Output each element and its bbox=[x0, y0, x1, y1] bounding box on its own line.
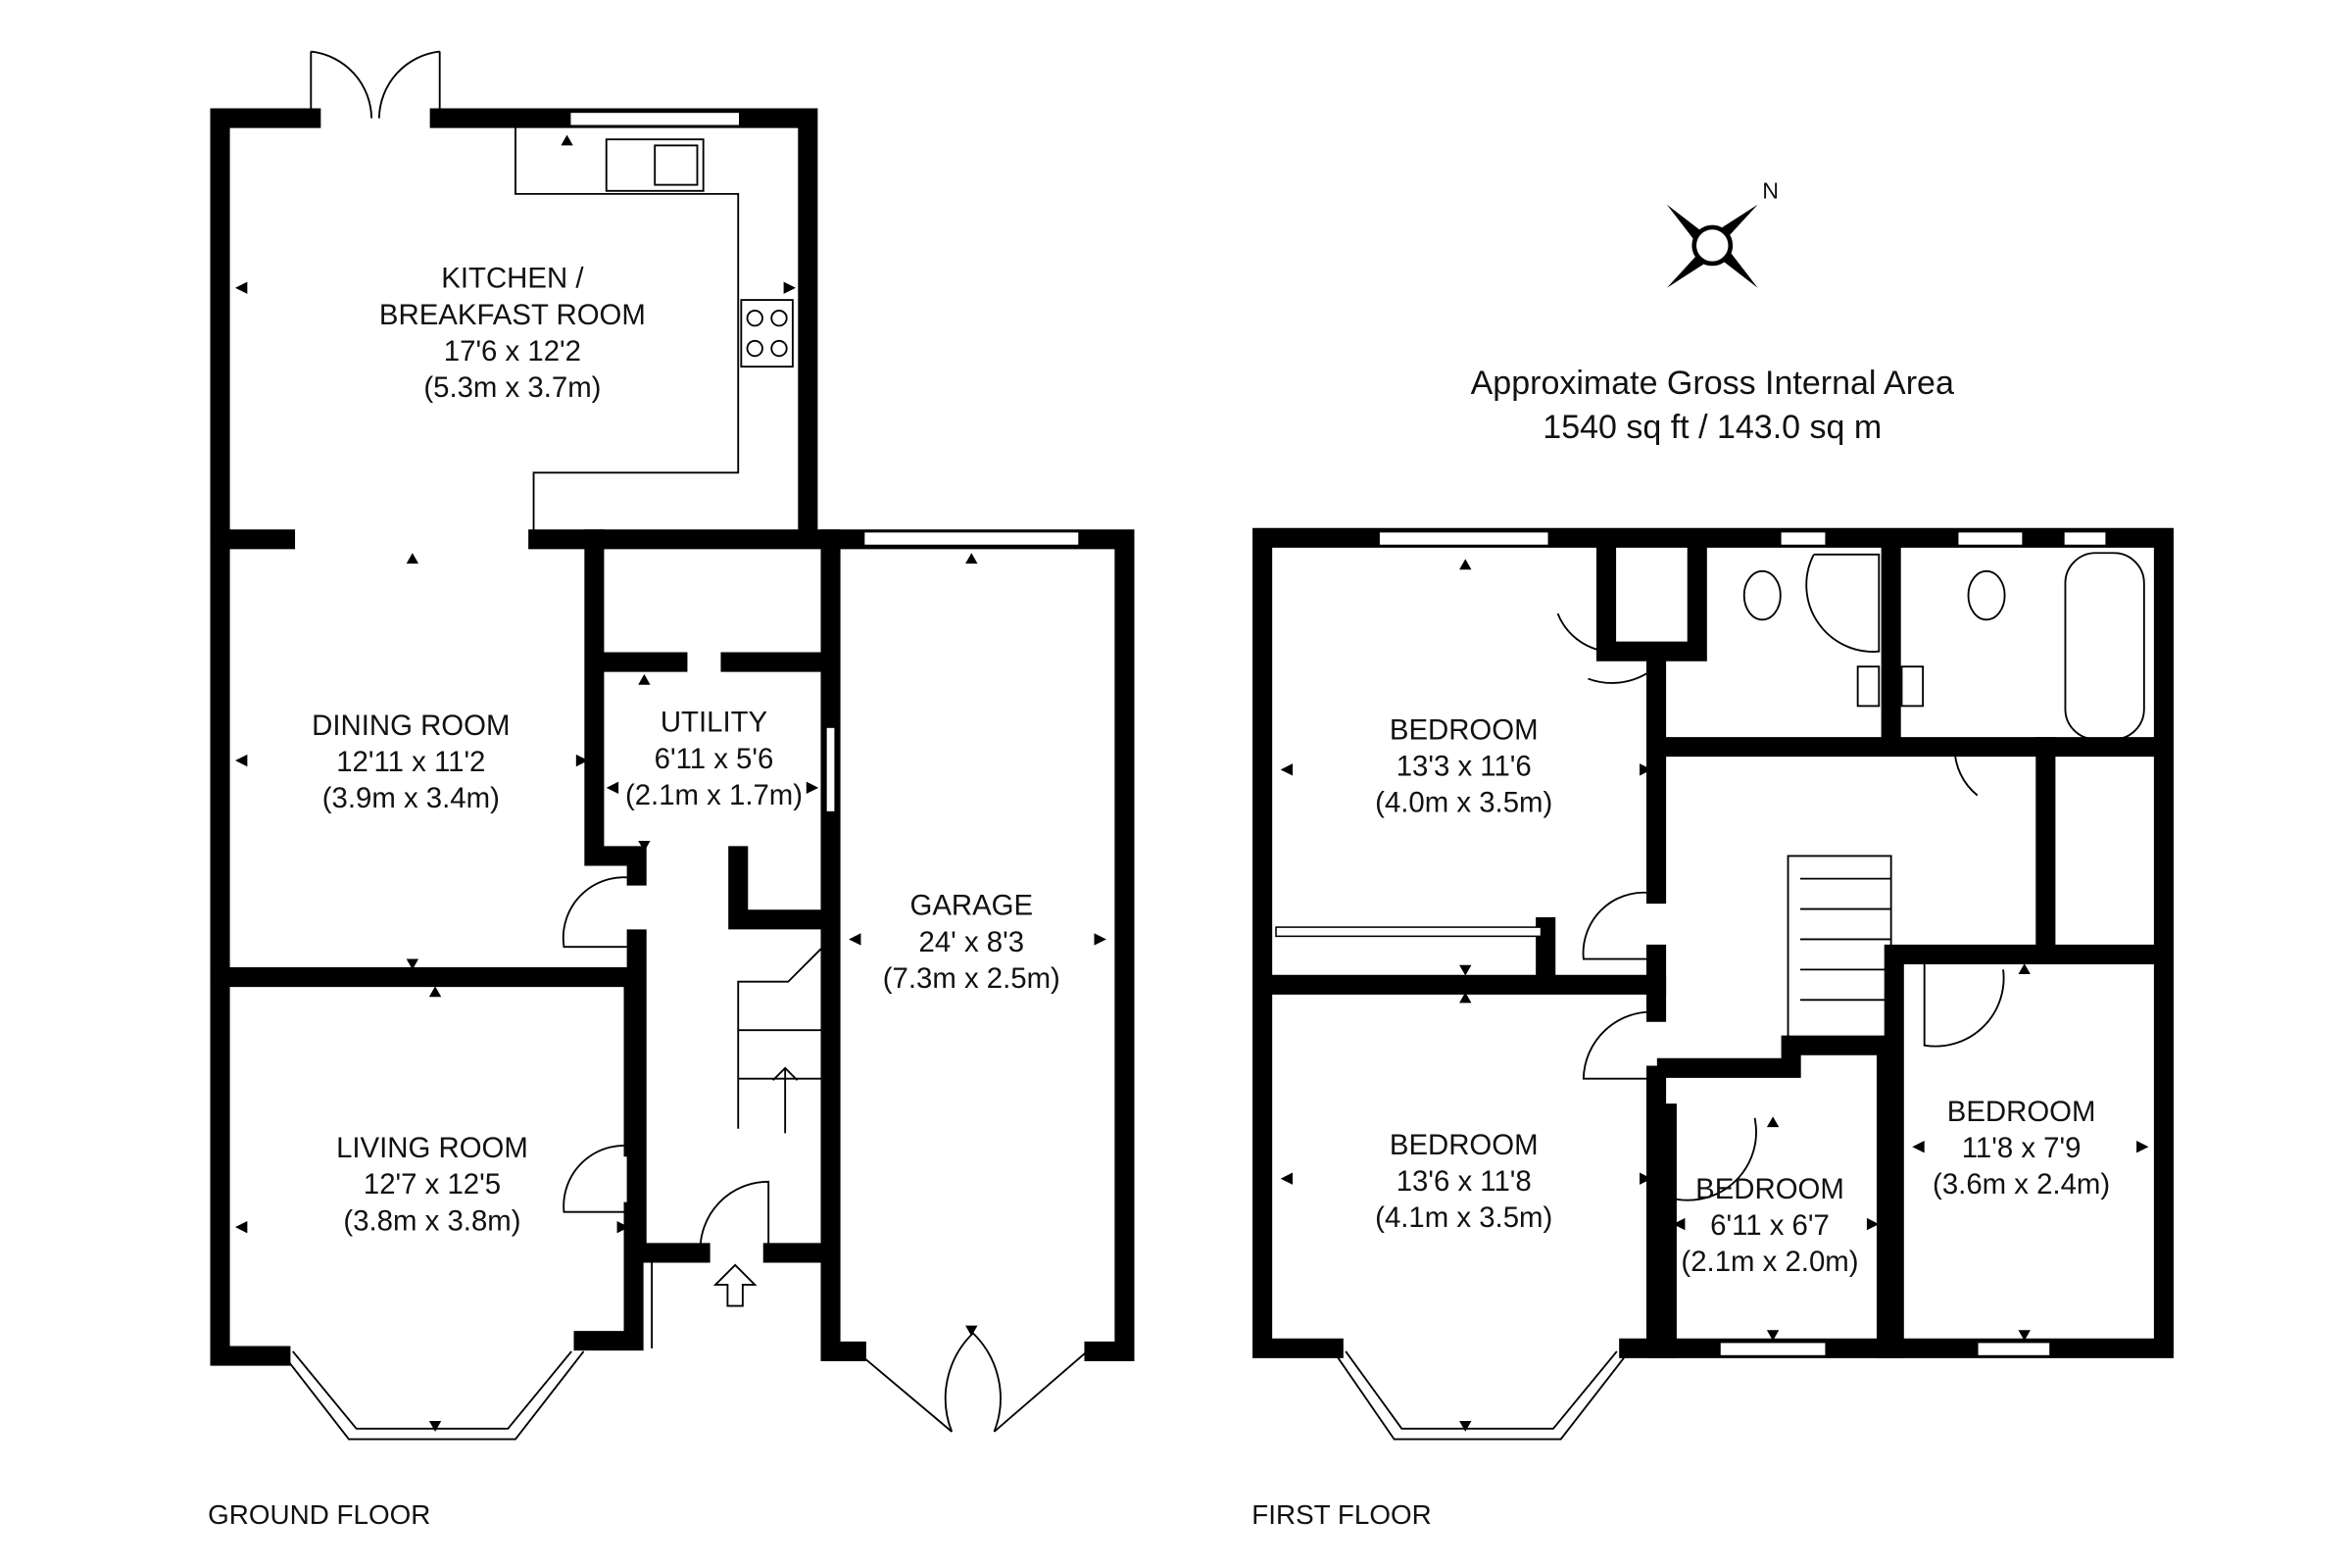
svg-text:6'11 x 6'7: 6'11 x 6'7 bbox=[1710, 1209, 1830, 1242]
svg-text:(4.0m x 3.5m): (4.0m x 3.5m) bbox=[1375, 787, 1552, 819]
svg-text:(5.3m x 3.7m): (5.3m x 3.7m) bbox=[423, 371, 601, 404]
first-floor-plan bbox=[1252, 527, 2174, 1441]
svg-text:BREAKFAST ROOM: BREAKFAST ROOM bbox=[379, 299, 646, 331]
room-utility: UTILITY 6'11 x 5'6 (2.1m x 1.7m) bbox=[625, 707, 803, 811]
svg-text:(4.1m x 3.5m): (4.1m x 3.5m) bbox=[1375, 1201, 1552, 1234]
svg-text:11'8 x 7'9: 11'8 x 7'9 bbox=[1962, 1132, 2082, 1164]
svg-text:12'7 x 12'5: 12'7 x 12'5 bbox=[364, 1168, 501, 1200]
svg-text:(3.6m x 2.4m): (3.6m x 2.4m) bbox=[1933, 1168, 2110, 1200]
compass-north-label: N bbox=[1762, 178, 1779, 204]
svg-text:(3.8m x 3.8m): (3.8m x 3.8m) bbox=[343, 1204, 520, 1237]
area-title: Approximate Gross Internal Area bbox=[1471, 365, 1954, 402]
ground-floor-label: GROUND FLOOR bbox=[208, 1499, 430, 1530]
svg-text:(3.9m x 3.4m): (3.9m x 3.4m) bbox=[322, 782, 500, 814]
svg-text:LIVING ROOM: LIVING ROOM bbox=[336, 1132, 528, 1164]
room-bedroom-1: BEDROOM 13'3 x 11'6 (4.0m x 3.5m) bbox=[1375, 713, 1552, 818]
svg-text:BEDROOM: BEDROOM bbox=[1947, 1096, 2096, 1128]
svg-text:BEDROOM: BEDROOM bbox=[1390, 1129, 1539, 1161]
svg-text:GARAGE: GARAGE bbox=[909, 890, 1033, 922]
svg-text:KITCHEN /: KITCHEN / bbox=[441, 263, 584, 295]
svg-text:17'6 x 12'2: 17'6 x 12'2 bbox=[444, 335, 581, 368]
room-kitchen: KITCHEN / BREAKFAST ROOM 17'6 x 12'2 (5.… bbox=[379, 263, 646, 404]
room-garage: GARAGE 24' x 8'3 (7.3m x 2.5m) bbox=[883, 890, 1060, 995]
svg-text:12'11 x 11'2: 12'11 x 11'2 bbox=[336, 746, 485, 778]
svg-text:13'3 x 11'6: 13'3 x 11'6 bbox=[1396, 750, 1532, 782]
first-floor-label: FIRST FLOOR bbox=[1251, 1499, 1431, 1530]
room-living: LIVING ROOM 12'7 x 12'5 (3.8m x 3.8m) bbox=[336, 1132, 528, 1237]
svg-text:DINING ROOM: DINING ROOM bbox=[312, 710, 510, 742]
compass-icon: N bbox=[1666, 178, 1779, 288]
svg-text:13'6 x 11'8: 13'6 x 11'8 bbox=[1396, 1165, 1532, 1198]
svg-text:(2.1m x 2.0m): (2.1m x 2.0m) bbox=[1681, 1246, 1858, 1278]
svg-text:BEDROOM: BEDROOM bbox=[1390, 713, 1539, 746]
ground-floor-plan bbox=[210, 50, 1135, 1441]
room-dining: DINING ROOM 12'11 x 11'2 (3.9m x 3.4m) bbox=[312, 710, 510, 814]
svg-text:6'11 x 5'6: 6'11 x 5'6 bbox=[655, 743, 774, 775]
svg-text:(7.3m x 2.5m): (7.3m x 2.5m) bbox=[883, 962, 1060, 995]
room-bedroom-4: BEDROOM 11'8 x 7'9 (3.6m x 2.4m) bbox=[1933, 1096, 2110, 1200]
svg-text:BEDROOM: BEDROOM bbox=[1695, 1173, 1844, 1205]
svg-text:UTILITY: UTILITY bbox=[661, 707, 767, 739]
svg-text:24' x 8'3: 24' x 8'3 bbox=[919, 926, 1025, 958]
room-bedroom-2: BEDROOM 13'6 x 11'8 (4.1m x 3.5m) bbox=[1375, 1129, 1552, 1234]
room-bedroom-3: BEDROOM 6'11 x 6'7 (2.1m x 2.0m) bbox=[1681, 1173, 1858, 1278]
area-value: 1540 sq ft / 143.0 sq m bbox=[1543, 409, 1882, 446]
svg-text:(2.1m x 1.7m): (2.1m x 1.7m) bbox=[625, 779, 803, 811]
